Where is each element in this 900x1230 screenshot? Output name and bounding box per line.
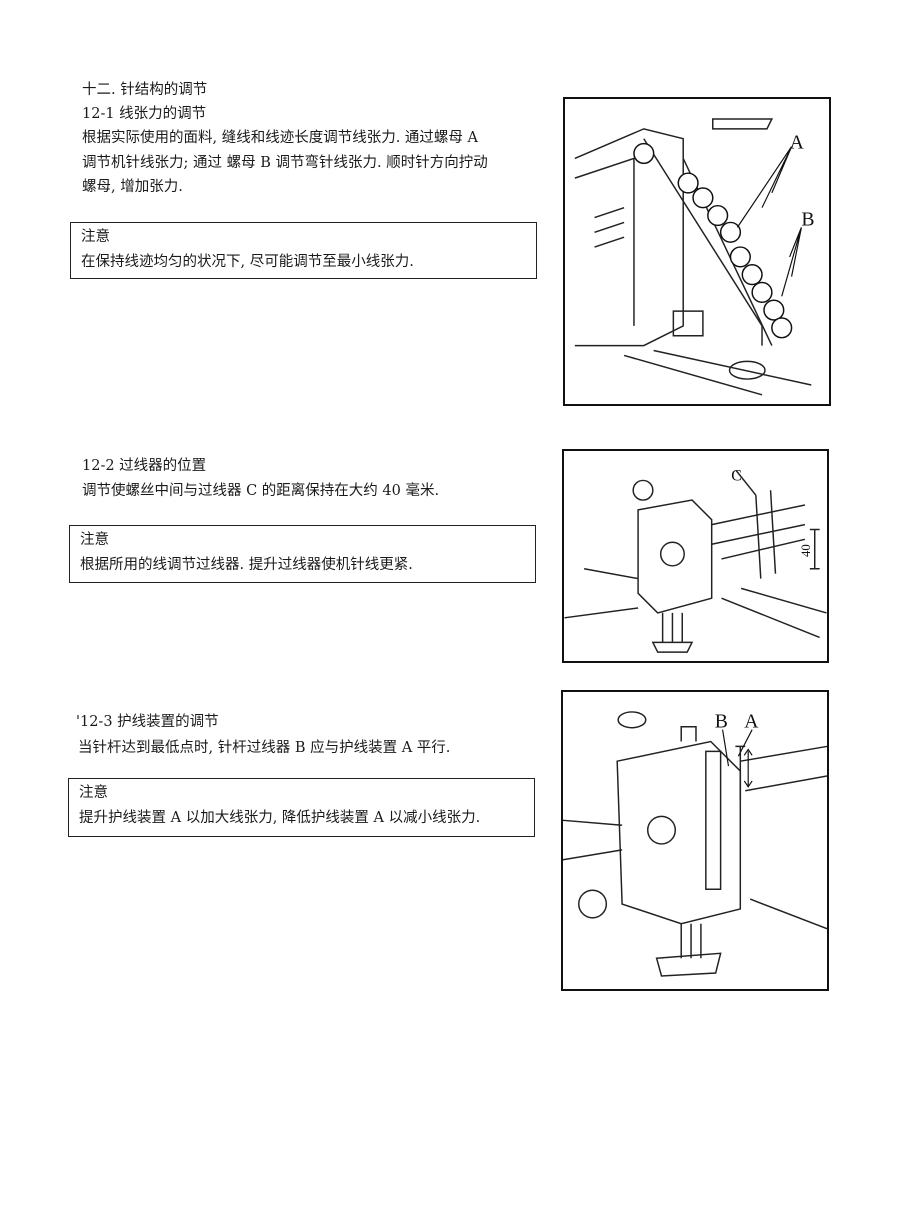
label-a: A <box>744 711 759 733</box>
section-heading: '12-3 护线装置的调节 <box>76 714 219 730</box>
label-b: B <box>801 208 814 230</box>
body-line: 根据实际使用的面料, 缝线和线迹长度调节线张力. 通过螺母 A <box>82 130 479 146</box>
thread-tension-illustration: A B <box>574 118 815 396</box>
note-text: 根据所用的线调节过线器. 提升过线器使机针线更紧. <box>80 557 413 573</box>
note-box: 注意 提升护线装置 A 以加大线张力, 降低护线装置 A 以减小线张力. <box>68 778 535 837</box>
note-title: 注意 <box>81 229 110 245</box>
thread-guard-illustration: B A <box>563 711 827 977</box>
figure-thread-tension: A B <box>563 97 831 406</box>
label-c: C <box>731 467 741 484</box>
body-line: 当针杆达到最低点时, 针杆过线器 B 应与护线装置 A 平行. <box>78 740 451 756</box>
note-text: 提升护线装置 A 以加大线张力, 降低护线装置 A 以减小线张力. <box>79 810 481 826</box>
thread-guide-illustration: C 40 <box>564 467 827 653</box>
note-title: 注意 <box>79 785 108 801</box>
label-b: B <box>715 711 728 733</box>
section-heading: 12-2 过线器的位置 <box>82 458 207 474</box>
note-title: 注意 <box>80 532 109 548</box>
label-a: A <box>790 132 805 154</box>
body-line: 调节机针线张力; 通过 螺母 B 调节弯针线张力. 顺时针方向拧动 <box>82 155 488 171</box>
body-line: 螺母, 增加张力. <box>82 179 183 195</box>
note-text: 在保持线迹均匀的状况下, 尽可能调节至最小线张力. <box>81 254 414 270</box>
body-line: 调节使螺丝中间与过线器 C 的距离保持在大约 40 毫米. <box>82 483 440 499</box>
figure-thread-guide: C 40 <box>562 449 829 663</box>
note-box: 注意 在保持线迹均匀的状况下, 尽可能调节至最小线张力. <box>70 222 537 279</box>
section-heading: 12-1 线张力的调节 <box>82 106 207 122</box>
chapter-title: 十二. 针结构的调节 <box>82 82 208 98</box>
label-40: 40 <box>799 544 813 557</box>
note-box: 注意 根据所用的线调节过线器. 提升过线器使机针线更紧. <box>69 525 536 583</box>
figure-thread-guard: B A <box>561 690 829 991</box>
